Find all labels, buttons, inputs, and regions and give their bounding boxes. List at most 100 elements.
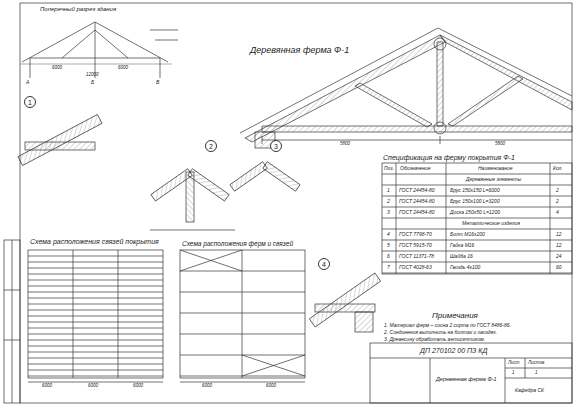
drawing-label: Металлические изделия (462, 221, 520, 226)
hatch-line (28, 298, 163, 299)
hatch-line (180, 313, 305, 314)
drawing-label: Брус 150х150 L=6000 (450, 188, 500, 193)
drawing-label: 7 (387, 265, 390, 270)
hatch-line (28, 358, 163, 359)
hatch-line (28, 334, 163, 335)
drawing-label: 1. Материал ферм – сосна 2 сорта по ГОСТ… (384, 323, 511, 328)
hatch-line (382, 196, 572, 197)
drawing-label: 6000 (202, 384, 212, 389)
drawing-label: Болт М16х200 (450, 232, 485, 237)
drawing-label: В (156, 80, 159, 85)
drawing-label: Лист (508, 361, 520, 366)
hatch-line (28, 340, 163, 341)
drawing-label: 6000 (52, 66, 62, 71)
hatch-line (28, 262, 163, 263)
hatch-line (28, 280, 163, 281)
detail-number: 3 (274, 143, 278, 150)
drawing-label: 24 (556, 254, 562, 259)
drawing-label: 6 (387, 254, 390, 259)
drawing-title: Деревянная ферма Ф-1 (250, 46, 349, 55)
hatch-line (28, 364, 163, 365)
drawing-label: 5800 (340, 142, 350, 147)
hatch-line (382, 273, 572, 274)
drawing-label: 4 (387, 232, 390, 237)
hatch-line (28, 304, 163, 305)
drawing-label: Примечания (432, 312, 478, 320)
drawing-label: Шайба 16 (450, 254, 473, 259)
drawing-label: Гвоздь 4х100 (450, 265, 480, 270)
drawing-label: 1 (512, 371, 515, 376)
hatch-line (28, 256, 163, 257)
drawing-label: ГОСТ 24454-80 (399, 199, 434, 204)
hatch-line (28, 316, 163, 317)
detail-marker: 4 (318, 258, 330, 270)
drawing-label: 2. Соединения выполнить на болтах и гвоз… (384, 330, 497, 335)
hatch-line (28, 328, 163, 329)
drawing-label: ГОСТ 24454-80 (399, 210, 434, 215)
detail-marker: 1 (24, 96, 36, 108)
drawing-label: 4 (556, 210, 559, 215)
drawing-label: Наименование (478, 166, 513, 171)
drawing-label: 2 (556, 199, 559, 204)
drawing-label: Спецификация на ферму покрытия Ф-1 (383, 154, 515, 161)
drawing-label: Кафедра СК (515, 388, 544, 393)
drawing-label: 2 (556, 188, 559, 193)
drawing-label: Кол. (553, 166, 563, 171)
drawing-label: 2 (387, 199, 390, 204)
drawing-label: Деревянные элементы (466, 177, 521, 182)
drawing-label: Брус 150х100 L=3200 (450, 199, 500, 204)
drawing-label: Схема расположения связей покрытия (30, 238, 159, 245)
drawing-label: ГОСТ 5915-70 (399, 243, 432, 248)
hatch-line (382, 229, 572, 230)
drawing-label: ГОСТ 24454-80 (399, 188, 434, 193)
drawing-label: 6000 (88, 384, 98, 389)
drawing-label: 5 (387, 243, 390, 248)
drawing-label: 5800 (495, 142, 505, 147)
hatch-line (382, 174, 572, 175)
hatch-line (118, 250, 119, 378)
hatch-line (242, 355, 305, 376)
detail-number: 1 (28, 99, 32, 106)
drawing-label: Схема расположения ферм и связей (182, 241, 293, 248)
drawing-label: 1 (535, 371, 538, 376)
drawing-label: Доска 150х50 L=1200 (450, 210, 500, 215)
drawing-label: Поз. (384, 166, 394, 171)
drawing-label: Обозначение (400, 166, 431, 171)
hatch-line (180, 250, 242, 271)
drawing-label: Листов (528, 361, 544, 366)
hatch-line (180, 292, 305, 293)
drawing-label: ГОСТ 4028-63 (399, 265, 432, 270)
hatch-line (382, 262, 572, 263)
drawing-label: ДП 270102 00 ПЗ КД (420, 347, 487, 354)
hatch-line (382, 218, 572, 219)
drawing-label: 12 (556, 243, 562, 248)
hatch-line (28, 322, 163, 323)
drawing-label: 6000 (266, 384, 276, 389)
hatch-line (28, 286, 163, 287)
hatch-line (242, 355, 305, 376)
hatch-line (382, 240, 572, 241)
drawing-label: 1 (387, 188, 390, 193)
drawing-label: Поперечный разрез здания (40, 6, 116, 12)
hatch-line (28, 292, 163, 293)
detail-number: 2 (209, 143, 213, 150)
drawing-label: 3 (387, 210, 390, 215)
hatch-line (73, 250, 74, 378)
hatch-line (28, 268, 163, 269)
drawing-label: ГОСТ 11371-78 (399, 254, 434, 259)
drawing-label: Б (91, 80, 94, 85)
hatch-line (28, 346, 163, 347)
hatch-line (180, 250, 242, 271)
hatch-line (382, 251, 572, 252)
hatch-line (382, 207, 572, 208)
detail-marker: 3 (270, 140, 282, 152)
hatch-line (28, 352, 163, 353)
drawing-label: Деревянная ферма Ф-1 (436, 377, 497, 383)
hatch-line (180, 334, 305, 335)
drawing-label: 12000 (86, 73, 99, 78)
drawing-label: 6000 (133, 384, 143, 389)
detail-marker: 2 (205, 140, 217, 152)
hatch-line (382, 185, 572, 186)
drawing-label: 6000 (118, 66, 128, 71)
